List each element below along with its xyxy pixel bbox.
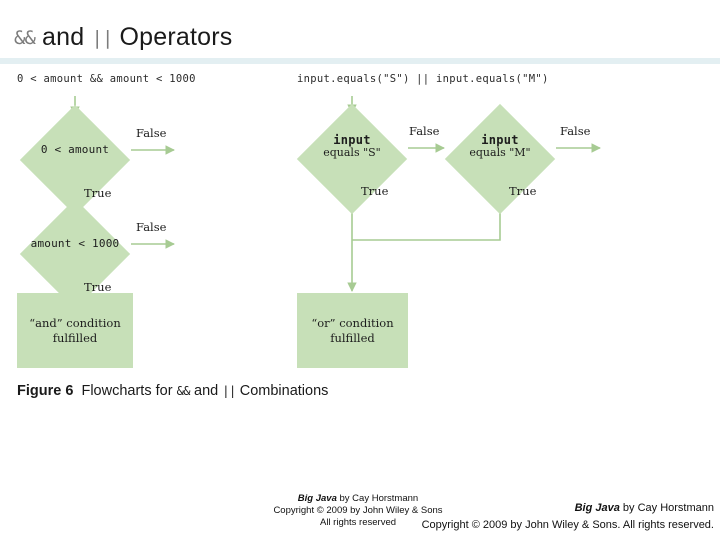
figure-caption-op-or: ||	[222, 384, 236, 398]
book-author-a: by Cay Horstmann	[336, 493, 419, 504]
title-tail: Operators	[112, 23, 233, 51]
right-terminal-line1: “or” condition	[311, 315, 394, 330]
title-conjunction: and	[34, 23, 92, 51]
copyright-a-line3: All rights reserved	[319, 517, 397, 528]
figure-caption-mid: and	[190, 383, 223, 399]
right-decision-2-true-label: True	[509, 184, 537, 198]
left-terminal-box: “and” condition fulfilled	[17, 293, 133, 368]
book-title-b: Big Java	[574, 502, 620, 514]
right-decision-1-false-label: False	[409, 124, 440, 138]
figure-caption-after: Combinations	[235, 383, 329, 399]
page-title: && and || Operators	[14, 22, 233, 53]
left-terminal-line2: fulfilled	[52, 330, 98, 345]
left-decision-1-label: 0 < amount	[40, 143, 110, 156]
figure-caption-op-and: &&	[176, 384, 191, 398]
left-decision-2-label: amount < 1000	[30, 237, 120, 250]
right-decision-1-label-line2: equals "S"	[323, 146, 381, 160]
right-decision-1-true-label: True	[361, 184, 389, 198]
copyright-b-line2: Copyright © 2009 by John Wiley & Sons. A…	[421, 519, 714, 531]
title-operator-and: &&	[14, 27, 36, 49]
right-decision-2-label-line1: input	[481, 133, 519, 147]
right-decision-1-label-line1: input	[333, 133, 371, 147]
figure-flowcharts: 0 < amount && amount < 1000 0 < amount F…	[0, 62, 720, 407]
book-author-b: by Cay Horstmann	[619, 502, 714, 514]
copyright-block-secondary: Big Java by Cay Horstmann Copyright © 20…	[314, 500, 714, 534]
right-decision-1-label: input equals "S"	[292, 133, 412, 160]
title-divider	[0, 58, 720, 64]
copyright-block-primary: Big Java by Cay Horstmann Copyright © 20…	[258, 493, 458, 529]
right-terminal-box: “or” condition fulfilled	[297, 293, 408, 368]
left-decision-2-true-label: True	[84, 280, 112, 294]
book-title-a: Big Java	[297, 493, 337, 504]
figure-caption-before: Flowcharts for	[81, 383, 177, 399]
right-code-header: input.equals("S") || input.equals("M")	[297, 73, 549, 85]
left-decision-1-false-label: False	[136, 126, 167, 140]
left-code-header: 0 < amount && amount < 1000	[17, 73, 196, 85]
title-operator-or: ||	[91, 27, 114, 49]
copyright-b-line1: Big Java by Cay Horstmann	[314, 500, 714, 517]
right-terminal-line2: fulfilled	[330, 330, 375, 345]
figure-caption-number: Figure 6	[17, 383, 74, 399]
left-terminal-line1: “and” condition	[29, 315, 121, 330]
left-decision-1-true-label: True	[84, 186, 112, 200]
right-decision-2-label: input equals "M"	[440, 133, 560, 160]
right-decision-2-false-label: False	[560, 124, 591, 138]
copyright-a-line2: Copyright © 2009 by John Wiley & Sons	[273, 505, 443, 516]
right-decision-2-label-line2: equals "M"	[469, 146, 531, 160]
figure-caption: Figure 6 Flowcharts for && and || Combin…	[17, 383, 328, 399]
left-decision-2-false-label: False	[136, 220, 167, 234]
copyright-a-line1: Big Java by Cay Horstmann	[258, 493, 458, 505]
